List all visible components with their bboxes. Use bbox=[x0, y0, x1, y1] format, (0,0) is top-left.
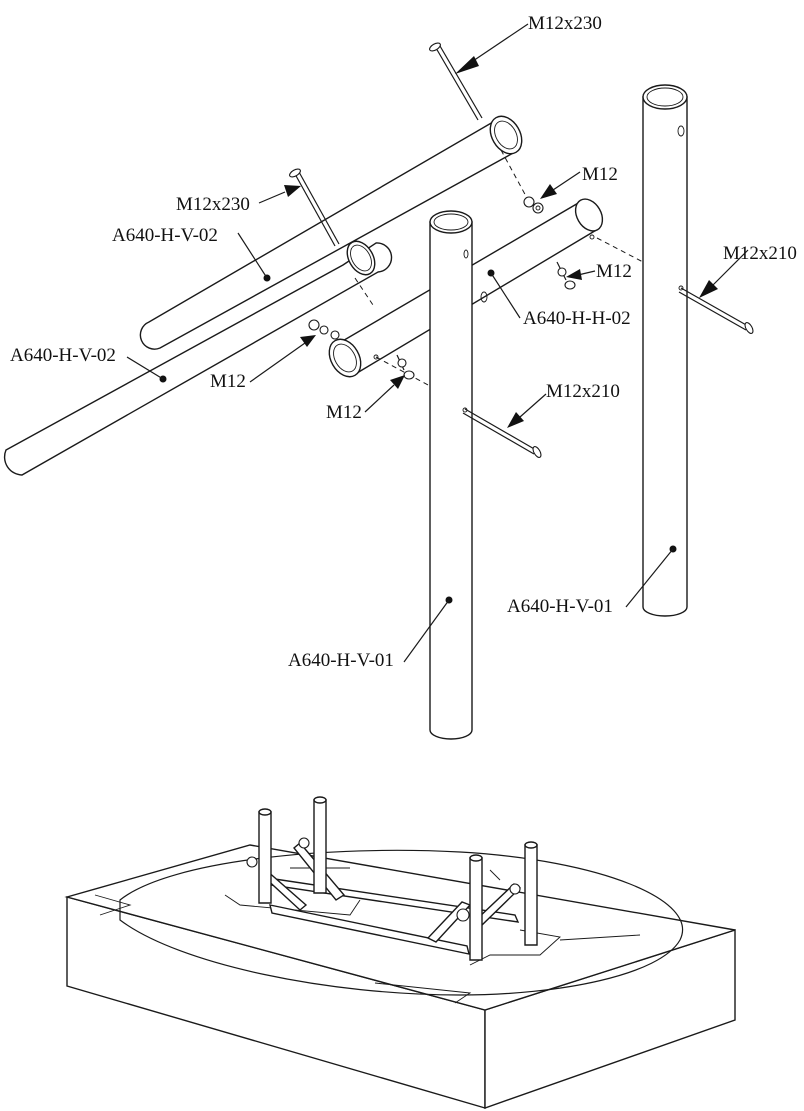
label-post-a640-h-v-01-right: A640-H-V-01 bbox=[507, 596, 613, 617]
label-bolt-m12x210-right: M12x210 bbox=[723, 243, 797, 264]
frame-members bbox=[246, 837, 522, 955]
bolt-m12x230-top bbox=[429, 42, 483, 121]
label-tube-a640-h-h-02: A640-H-H-02 bbox=[523, 308, 631, 329]
label-bolt-m12x210-middle: M12x210 bbox=[546, 381, 620, 402]
label-nut-m12-left: M12 bbox=[210, 371, 246, 392]
tube-a640-h-v-02-upper bbox=[139, 115, 523, 350]
tube-a640-h-v-02-lower bbox=[3, 240, 393, 476]
label-nut-m12-mid-right: M12 bbox=[596, 261, 632, 282]
installed-posts bbox=[258, 796, 538, 961]
label-nut-m12-bottom: M12 bbox=[326, 402, 362, 423]
bolt-m12x210-middle bbox=[462, 408, 542, 458]
leader-lines bbox=[126, 23, 749, 663]
nut-m12-bottom bbox=[396, 354, 415, 380]
alignment-line bbox=[596, 237, 644, 263]
foundation-block bbox=[64, 844, 736, 1109]
label-post-a640-h-v-01-left: A640-H-V-01 bbox=[288, 650, 394, 671]
bolt-m12x230-left bbox=[289, 168, 340, 247]
label-bolt-m12x230-top: M12x230 bbox=[528, 13, 602, 34]
label-tube-a640-h-v-02-upper: A640-H-V-02 bbox=[112, 225, 218, 246]
post-a640-h-v-01-right bbox=[642, 84, 688, 617]
installed-view bbox=[64, 796, 736, 1109]
nut-m12-left bbox=[308, 319, 340, 340]
alignment-line bbox=[375, 356, 431, 387]
label-tube-a640-h-v-02-lower: A640-H-V-02 bbox=[10, 345, 116, 366]
exploded-view: M12x230 M12x230 M12 M12 M12x210 A640-H-V… bbox=[3, 13, 797, 740]
bolt-m12x210-right bbox=[678, 287, 754, 334]
label-bolt-m12x230-left: M12x230 bbox=[176, 194, 250, 215]
post-a640-h-v-01-left bbox=[429, 210, 488, 740]
label-nut-m12-top-right: M12 bbox=[582, 164, 618, 185]
nut-m12-mid-right bbox=[556, 261, 576, 290]
alignment-line bbox=[500, 149, 528, 199]
alignment-line bbox=[354, 277, 374, 306]
nut-m12-top-right bbox=[523, 196, 544, 214]
